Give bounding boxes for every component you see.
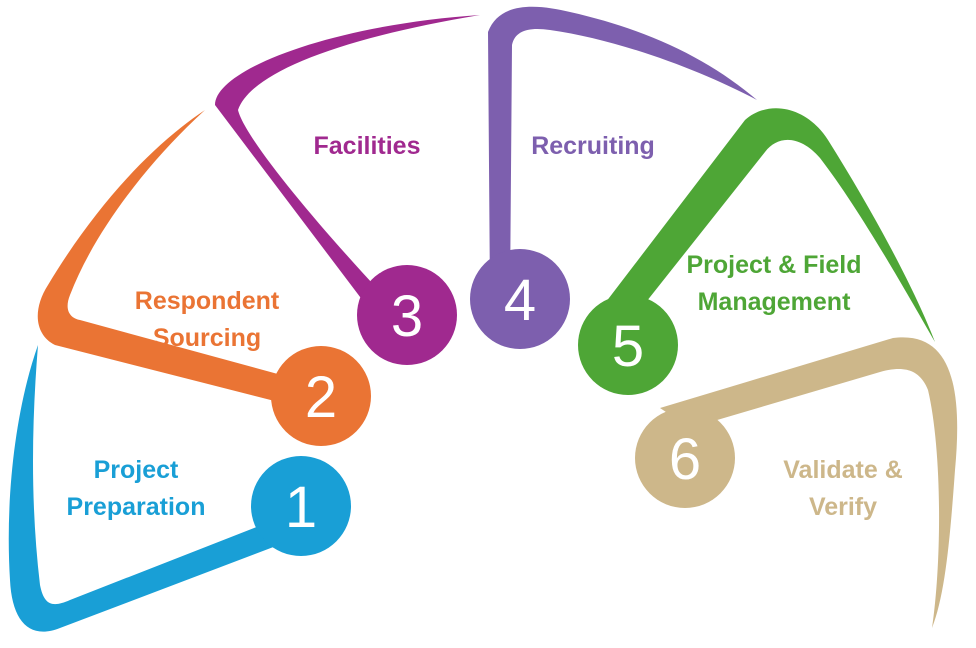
step-4-band [488,6,757,298]
step-4-number: 4 [504,268,536,333]
step-1-number: 1 [285,475,317,540]
step-2-label-line2: Sourcing [152,324,262,352]
step-6-label: Validate & Verify [760,452,926,526]
step-5-label-line1: Project & Field [686,251,862,279]
step-3-label-line1: Facilities [313,132,421,160]
step-6-label-line1: Validate & [783,456,903,484]
step-2-band [37,110,319,410]
step-5-circle [578,295,678,395]
step-3-circle [357,265,457,365]
step-3-number: 3 [391,284,423,349]
step-6-number: 6 [669,427,701,492]
step-5-label-line2: Management [697,288,851,316]
step-1-label-line2: Preparation [66,493,206,521]
step-3-band [215,15,480,330]
step-2-circle [271,346,371,446]
step-6-label-line2: Verify [808,493,878,521]
step-4-label-line1: Recruiting [531,132,655,160]
step-5-label: Project & Field Management [660,247,888,321]
step-1-band [8,345,306,632]
step-2-label-line1: Respondent [134,287,280,315]
step-4-label: Recruiting [510,128,676,165]
step-6-circle [635,408,735,508]
step-3-label: Facilities [287,128,447,165]
step-4-circle [470,249,570,349]
step-2-number: 2 [305,365,337,430]
step-1-circle [251,456,351,556]
step-1-label: Project Preparation [46,452,226,526]
step-6-band [660,337,958,628]
step-5-number: 5 [612,314,644,379]
step-1-label-line1: Project [93,456,179,484]
step-2-label: Respondent Sourcing [112,283,302,357]
